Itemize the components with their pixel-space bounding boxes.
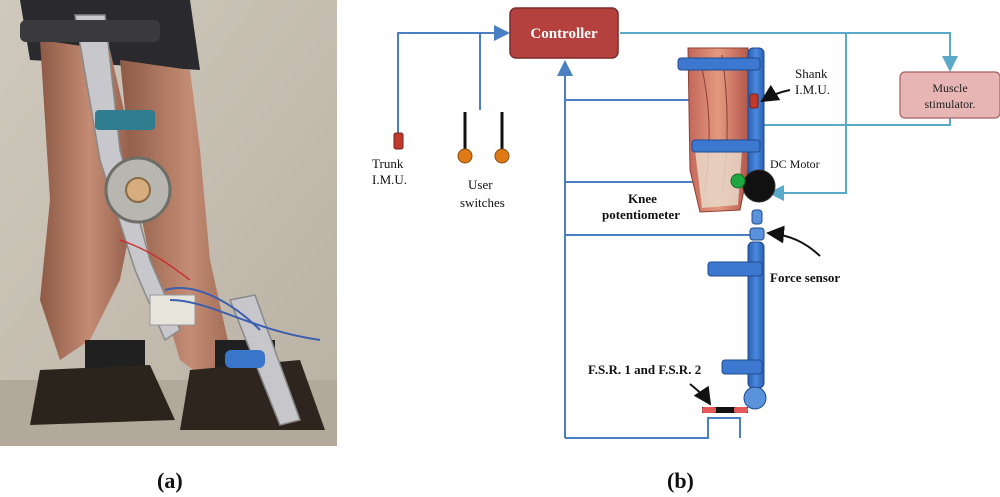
fsr-2 xyxy=(734,407,748,413)
controller-to-motor-line xyxy=(768,33,847,201)
force-sensor-block xyxy=(749,227,765,241)
shank-imu-pointer xyxy=(760,84,791,103)
shank-muscle-illustration xyxy=(687,47,749,213)
trunk-imu-line xyxy=(397,25,510,133)
signal-lines xyxy=(397,25,958,439)
user-switches-label-line2: switches xyxy=(460,195,505,210)
user-switches xyxy=(457,112,510,164)
ankle-joint xyxy=(743,386,767,410)
fsr-pointer xyxy=(689,383,712,406)
muscle-stimulator-box: Muscle stimulator. xyxy=(899,71,1000,119)
muscle-stimulator-label-line2: stimulator. xyxy=(925,97,976,111)
muscle-stimulator-label-line1: Muscle xyxy=(932,81,967,95)
system-diagram-svg: Controller Muscle stimulator. xyxy=(372,7,1000,439)
panel-a-label: (a) xyxy=(157,468,183,493)
shank-imu-label-line2: I.M.U. xyxy=(795,82,830,97)
switch-2 xyxy=(494,148,510,164)
joint-segment xyxy=(751,209,763,225)
shank-imu-sensor xyxy=(749,93,759,109)
user-switches-label-line1: User xyxy=(468,177,493,192)
controller-to-stimulator-line xyxy=(620,32,958,72)
upper-cuff xyxy=(677,57,761,71)
force-sensor-label: Force sensor xyxy=(770,270,840,285)
ankle-cuff xyxy=(721,359,763,375)
dc-motor-label: DC Motor xyxy=(770,157,820,171)
fsr-label: F.S.R. 1 and F.S.R. 2 xyxy=(588,362,701,377)
controller-box: Controller xyxy=(509,7,619,59)
exoskeleton-photo-illustration xyxy=(0,0,337,446)
lower-leg-cuff xyxy=(707,261,763,277)
knee-potentiometer-label-line1: Knee xyxy=(628,191,657,206)
knee-potentiometer xyxy=(730,173,746,189)
force-sensor-pointer xyxy=(766,225,821,257)
fsr-1 xyxy=(702,407,716,413)
fsr-feedback-line xyxy=(565,417,741,439)
exoskeleton-photo xyxy=(0,0,337,446)
stimulator-to-muscle-line xyxy=(728,117,951,133)
controller-label: Controller xyxy=(530,26,598,42)
shank-imu-label-line1: Shank xyxy=(795,66,828,81)
panel-b-label: (b) xyxy=(667,468,694,493)
dc-motor xyxy=(742,169,776,203)
lower-shank-cuff xyxy=(691,139,761,153)
exoskeleton-frame xyxy=(677,47,767,410)
knee-potentiometer-label-line2: potentiometer xyxy=(602,207,680,222)
trunk-imu-label-line2: I.M.U. xyxy=(372,172,407,187)
trunk-imu-sensor xyxy=(393,132,404,150)
switch-1 xyxy=(457,148,473,164)
trunk-imu-label-line1: Trunk xyxy=(372,156,404,171)
system-diagram: Controller Muscle stimulator. xyxy=(350,0,1000,460)
foot-plate xyxy=(702,407,748,413)
